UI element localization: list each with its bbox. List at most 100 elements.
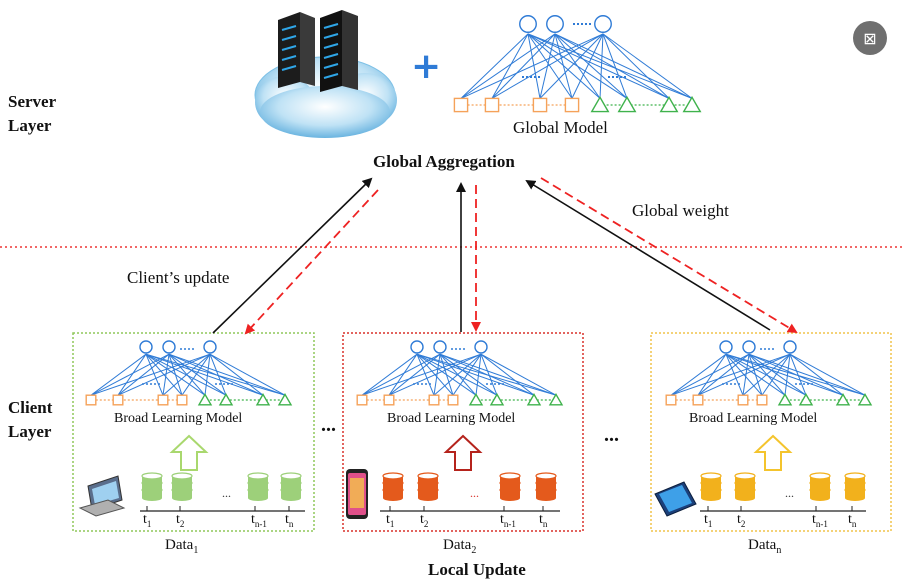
client3-database-icon-disk bbox=[810, 488, 830, 494]
client2-model-label: Broad Learning Model bbox=[387, 411, 516, 426]
global-input-node bbox=[484, 97, 500, 113]
client3-model-label: Broad Learning Model bbox=[689, 411, 818, 426]
global-model-label: Global Model bbox=[513, 118, 608, 137]
client1-output-node bbox=[218, 392, 234, 406]
client2-timestep-label: t2 bbox=[420, 512, 429, 529]
client2-timestep-label: tn bbox=[539, 512, 548, 529]
client1-timestep-label: t2 bbox=[176, 512, 185, 529]
client3-link bbox=[725, 353, 844, 396]
client3-database-icon-disk bbox=[810, 495, 830, 501]
client2-link bbox=[480, 353, 557, 396]
global-output-node bbox=[659, 95, 679, 113]
client-ellipsis-1: ... bbox=[321, 414, 336, 436]
client2-hidden-node bbox=[433, 340, 447, 354]
global-link bbox=[491, 33, 604, 99]
client2-database-icon-disk bbox=[500, 481, 520, 487]
client-layer-label: Client Layer bbox=[8, 398, 53, 441]
client3-link bbox=[748, 354, 763, 396]
client-box-2 bbox=[342, 332, 584, 532]
client3-output-node bbox=[798, 392, 814, 406]
client1-link bbox=[145, 353, 264, 396]
global-link bbox=[599, 33, 604, 99]
client1-link bbox=[209, 353, 286, 396]
client3-model-network bbox=[665, 340, 873, 406]
client-update-label: Client’s update bbox=[127, 268, 230, 287]
client3-database-icon-disk bbox=[701, 495, 721, 501]
client3-database-icon-disk bbox=[809, 472, 831, 480]
client2-link bbox=[475, 354, 482, 396]
client2-link bbox=[480, 354, 498, 396]
global-link bbox=[571, 33, 604, 99]
client1-weight-arrow bbox=[244, 189, 379, 335]
smartphone-icon bbox=[346, 469, 368, 519]
client1-database-icon-disk bbox=[172, 495, 192, 501]
client1-hidden-node bbox=[139, 340, 153, 354]
client3-database-icon-disk bbox=[701, 481, 721, 487]
local-update-label: Local Update bbox=[428, 560, 526, 579]
global-link bbox=[527, 33, 693, 99]
client1-database-icon-disk bbox=[248, 481, 268, 487]
client2-up-arrow-icon bbox=[443, 434, 483, 471]
client3-database-icon-disk bbox=[701, 476, 721, 484]
global-link bbox=[554, 33, 628, 99]
client3-data-ellipsis: ... bbox=[785, 486, 794, 500]
client2-database-icon-disk bbox=[535, 472, 557, 480]
client1-timestep-label: t1 bbox=[143, 512, 152, 529]
client2-link bbox=[439, 353, 535, 396]
client3-data: ... bbox=[654, 434, 866, 517]
global-link bbox=[491, 33, 556, 99]
client2-output-node bbox=[468, 392, 484, 406]
client2-database-icon-disk bbox=[417, 472, 439, 480]
global-link bbox=[527, 33, 670, 99]
client3-timestep-label: t1 bbox=[704, 512, 713, 529]
client2-input-node bbox=[383, 394, 395, 406]
global-output-node bbox=[617, 95, 637, 113]
client1-link bbox=[117, 353, 147, 396]
client3-timestep-label: t2 bbox=[737, 512, 746, 529]
client2-database-icon-disk bbox=[536, 488, 556, 494]
client2-timestep-label: t1 bbox=[386, 512, 395, 529]
client2-database-icon-disk bbox=[418, 476, 438, 484]
client1-database-icon-disk bbox=[172, 481, 192, 487]
client2-input-node bbox=[356, 394, 368, 406]
client1-hidden-node bbox=[162, 340, 176, 354]
client3-database-icon-disk bbox=[735, 495, 755, 501]
client2-link bbox=[480, 353, 535, 396]
client1-model-label: Broad Learning Model bbox=[114, 411, 243, 426]
client2-link bbox=[416, 354, 435, 396]
client1-database-icon-disk bbox=[281, 488, 301, 494]
client3-link bbox=[670, 353, 727, 396]
client2-link bbox=[388, 353, 441, 396]
client1-database-icon-disk bbox=[248, 476, 268, 484]
client3-hidden-node bbox=[783, 340, 797, 354]
client3-link bbox=[697, 353, 791, 396]
server-layer-label: Server Layer bbox=[8, 92, 56, 135]
client2-output-node bbox=[489, 392, 505, 406]
global-model-network bbox=[453, 15, 702, 113]
client1-update-arrow bbox=[212, 177, 373, 334]
client3-database-icon-disk bbox=[845, 481, 865, 487]
global-link bbox=[491, 33, 529, 99]
client3-database-icon-disk bbox=[735, 481, 755, 487]
global-hidden-node bbox=[546, 15, 564, 33]
client2-database-icon-disk bbox=[500, 476, 520, 484]
client1-database-icon-disk bbox=[248, 495, 268, 501]
client3-input-node bbox=[756, 394, 768, 406]
client2-database-icon-disk bbox=[536, 481, 556, 487]
client1-link bbox=[90, 353, 170, 396]
client1-link bbox=[181, 353, 211, 396]
client2-database-icon-disk bbox=[383, 476, 403, 484]
close-button[interactable]: ⊠ bbox=[853, 21, 887, 55]
global-link bbox=[602, 33, 628, 99]
global-link bbox=[554, 33, 670, 99]
client1-link bbox=[204, 354, 211, 396]
client1-database-icon-disk bbox=[142, 476, 162, 484]
client2-data-ellipsis: ... bbox=[470, 486, 479, 500]
client3-link bbox=[742, 353, 791, 396]
client2-link bbox=[439, 353, 498, 396]
global-link bbox=[527, 33, 573, 99]
client3-output-node bbox=[777, 392, 793, 406]
client1-link bbox=[162, 354, 170, 396]
client2-link bbox=[361, 353, 418, 396]
